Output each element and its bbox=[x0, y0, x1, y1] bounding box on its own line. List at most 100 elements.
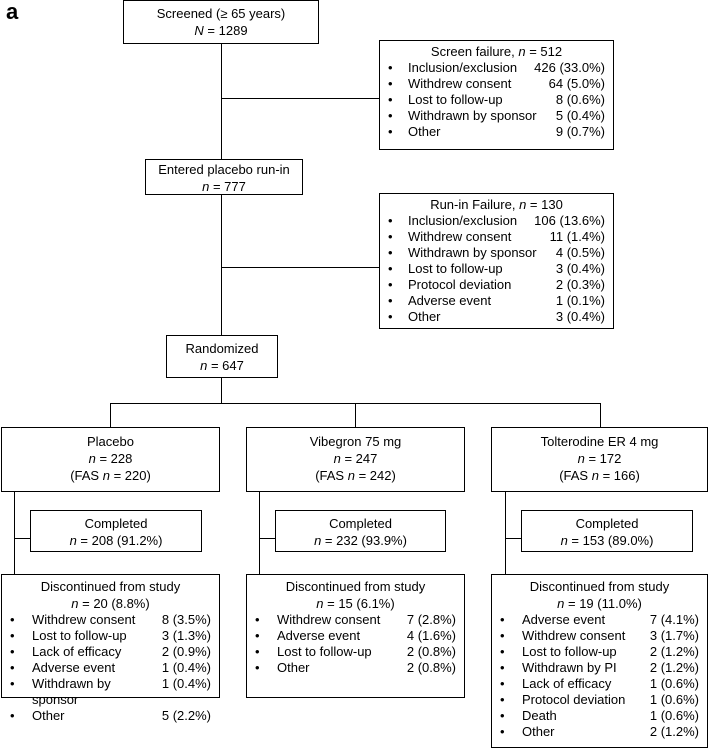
discontinued-n-value: = 19 (11.0%) bbox=[564, 596, 642, 611]
list-item-value: 2 (0.9%) bbox=[161, 644, 211, 659]
bullet-icon: • bbox=[388, 309, 393, 324]
connector-runin-trunk bbox=[221, 194, 222, 335]
arm-box-vibegron: Vibegron 75 mg n = 247 (FAS n = 242) bbox=[246, 427, 465, 492]
list-item-label: Lost to follow-up bbox=[408, 261, 503, 276]
bullet-icon: • bbox=[500, 644, 505, 659]
bullet-icon: • bbox=[388, 92, 393, 107]
list-item-label: Lost to follow-up bbox=[408, 92, 503, 107]
list-item-label: Other bbox=[522, 724, 555, 739]
run-in-label: Entered placebo run-in bbox=[158, 162, 290, 177]
list-item-value: 4 (0.5%) bbox=[555, 245, 605, 260]
list-item-value: 1 (0.4%) bbox=[161, 660, 211, 675]
randomized-box: Randomized n = 647 bbox=[166, 335, 278, 378]
connector-screen-failure bbox=[221, 98, 379, 99]
arm-n-value: = 247 bbox=[340, 451, 378, 466]
list-item-label: Withdrew consent bbox=[408, 229, 512, 244]
run-in-failure-title: Run-in Failure, bbox=[430, 197, 520, 212]
list-item-label: Withdrawn by sponsor bbox=[408, 245, 537, 260]
list-item-value: 2 (0.8%) bbox=[406, 644, 456, 659]
discontinued-n-label: n bbox=[316, 596, 324, 611]
list-item-value: 2 (0.3%) bbox=[555, 277, 605, 292]
bullet-icon: • bbox=[10, 612, 15, 627]
connector-main-trunk bbox=[221, 43, 222, 159]
discontinued-box-placebo: Discontinued from study n = 20 (8.8%) •W… bbox=[1, 574, 220, 723]
completed-n-value: = 153 (89.0%) bbox=[567, 533, 654, 548]
randomized-label: Randomized bbox=[185, 341, 259, 356]
screen-failure-n-value: = 512 bbox=[525, 44, 563, 59]
list-item-label: Withdrew consent bbox=[522, 628, 626, 643]
list-item-value: 64 (5.0%) bbox=[548, 76, 605, 91]
list-item-label: Other bbox=[32, 708, 65, 723]
discontinued-n-label: n bbox=[557, 596, 565, 611]
list-item-label-continued: sponsor bbox=[32, 692, 79, 707]
bullet-icon: • bbox=[388, 245, 393, 260]
arm-fas-prefix: (FAS bbox=[315, 468, 348, 483]
run-in-n-label: n bbox=[202, 179, 210, 194]
bullet-icon: • bbox=[255, 628, 260, 643]
list-item-label: Lost to follow-up bbox=[277, 644, 372, 659]
connector-arm2-trunk bbox=[259, 491, 260, 574]
list-item-value: 3 (1.3%) bbox=[161, 628, 211, 643]
list-item-value: 1 (0.6%) bbox=[649, 708, 699, 723]
completed-n-label: n bbox=[69, 533, 77, 548]
screened-label: Screened (≥ 65 years) bbox=[156, 6, 286, 21]
list-item-value: 3 (1.7%) bbox=[649, 628, 699, 643]
list-item-value: 4 (1.6%) bbox=[406, 628, 456, 643]
list-item-label: Protocol deviation bbox=[408, 277, 512, 292]
list-item-value: 11 (1.4%) bbox=[549, 229, 605, 244]
discontinued-title: Discontinued from study bbox=[285, 579, 426, 594]
screened-n-value: = 1289 bbox=[203, 23, 248, 38]
screened-box: Screened (≥ 65 years) N = 1289 bbox=[123, 0, 319, 44]
discontinued-n-value: = 15 (6.1%) bbox=[323, 596, 395, 611]
bullet-icon: • bbox=[388, 124, 393, 139]
discontinued-box-vibegron: Discontinued from study n = 15 (6.1%) •W… bbox=[246, 574, 465, 698]
list-item-label: Other bbox=[408, 124, 441, 139]
arm-n-label: n bbox=[333, 451, 341, 466]
list-item-label: Adverse event bbox=[32, 660, 116, 675]
connector-arm3-trunk bbox=[505, 491, 506, 574]
discontinued-title: Discontinued from study bbox=[529, 579, 670, 594]
arm-box-tolterodine: Tolterodine ER 4 mg n = 172 (FAS n = 166… bbox=[491, 427, 708, 492]
list-item-value: 1 (0.4%) bbox=[161, 676, 211, 691]
arm-n-label: n bbox=[577, 451, 585, 466]
list-item-value: 5 (0.4%) bbox=[555, 108, 605, 123]
list-item-value: 7 (4.1%) bbox=[649, 612, 699, 627]
connector-arm1-completed bbox=[14, 538, 30, 539]
bullet-icon: • bbox=[10, 628, 15, 643]
list-item-value: 3 (0.4%) bbox=[555, 309, 605, 324]
bullet-icon: • bbox=[500, 676, 505, 691]
completed-box-tolterodine: Completed n = 153 (89.0%) bbox=[521, 510, 693, 552]
screen-failure-box: Screen failure, n = 512 •Inclusion/exclu… bbox=[379, 40, 614, 150]
list-item-value: 1 (0.6%) bbox=[649, 692, 699, 707]
run-in-box: Entered placebo run-in n = 777 bbox=[145, 159, 303, 195]
bullet-icon: • bbox=[500, 660, 505, 675]
arm-name: Placebo bbox=[87, 434, 134, 449]
bullet-icon: • bbox=[500, 724, 505, 739]
connector-arm3-down bbox=[600, 403, 601, 427]
arm-name: Tolterodine ER 4 mg bbox=[540, 434, 659, 449]
arm-fas-prefix: (FAS bbox=[559, 468, 592, 483]
completed-n-label: n bbox=[314, 533, 322, 548]
arm-fas-prefix: (FAS bbox=[70, 468, 103, 483]
list-item-label: Withdrawn by sponsor bbox=[408, 108, 537, 123]
arm-fas-n-label: n bbox=[591, 468, 599, 483]
arm-n-value: = 172 bbox=[584, 451, 622, 466]
bullet-icon: • bbox=[500, 612, 505, 627]
